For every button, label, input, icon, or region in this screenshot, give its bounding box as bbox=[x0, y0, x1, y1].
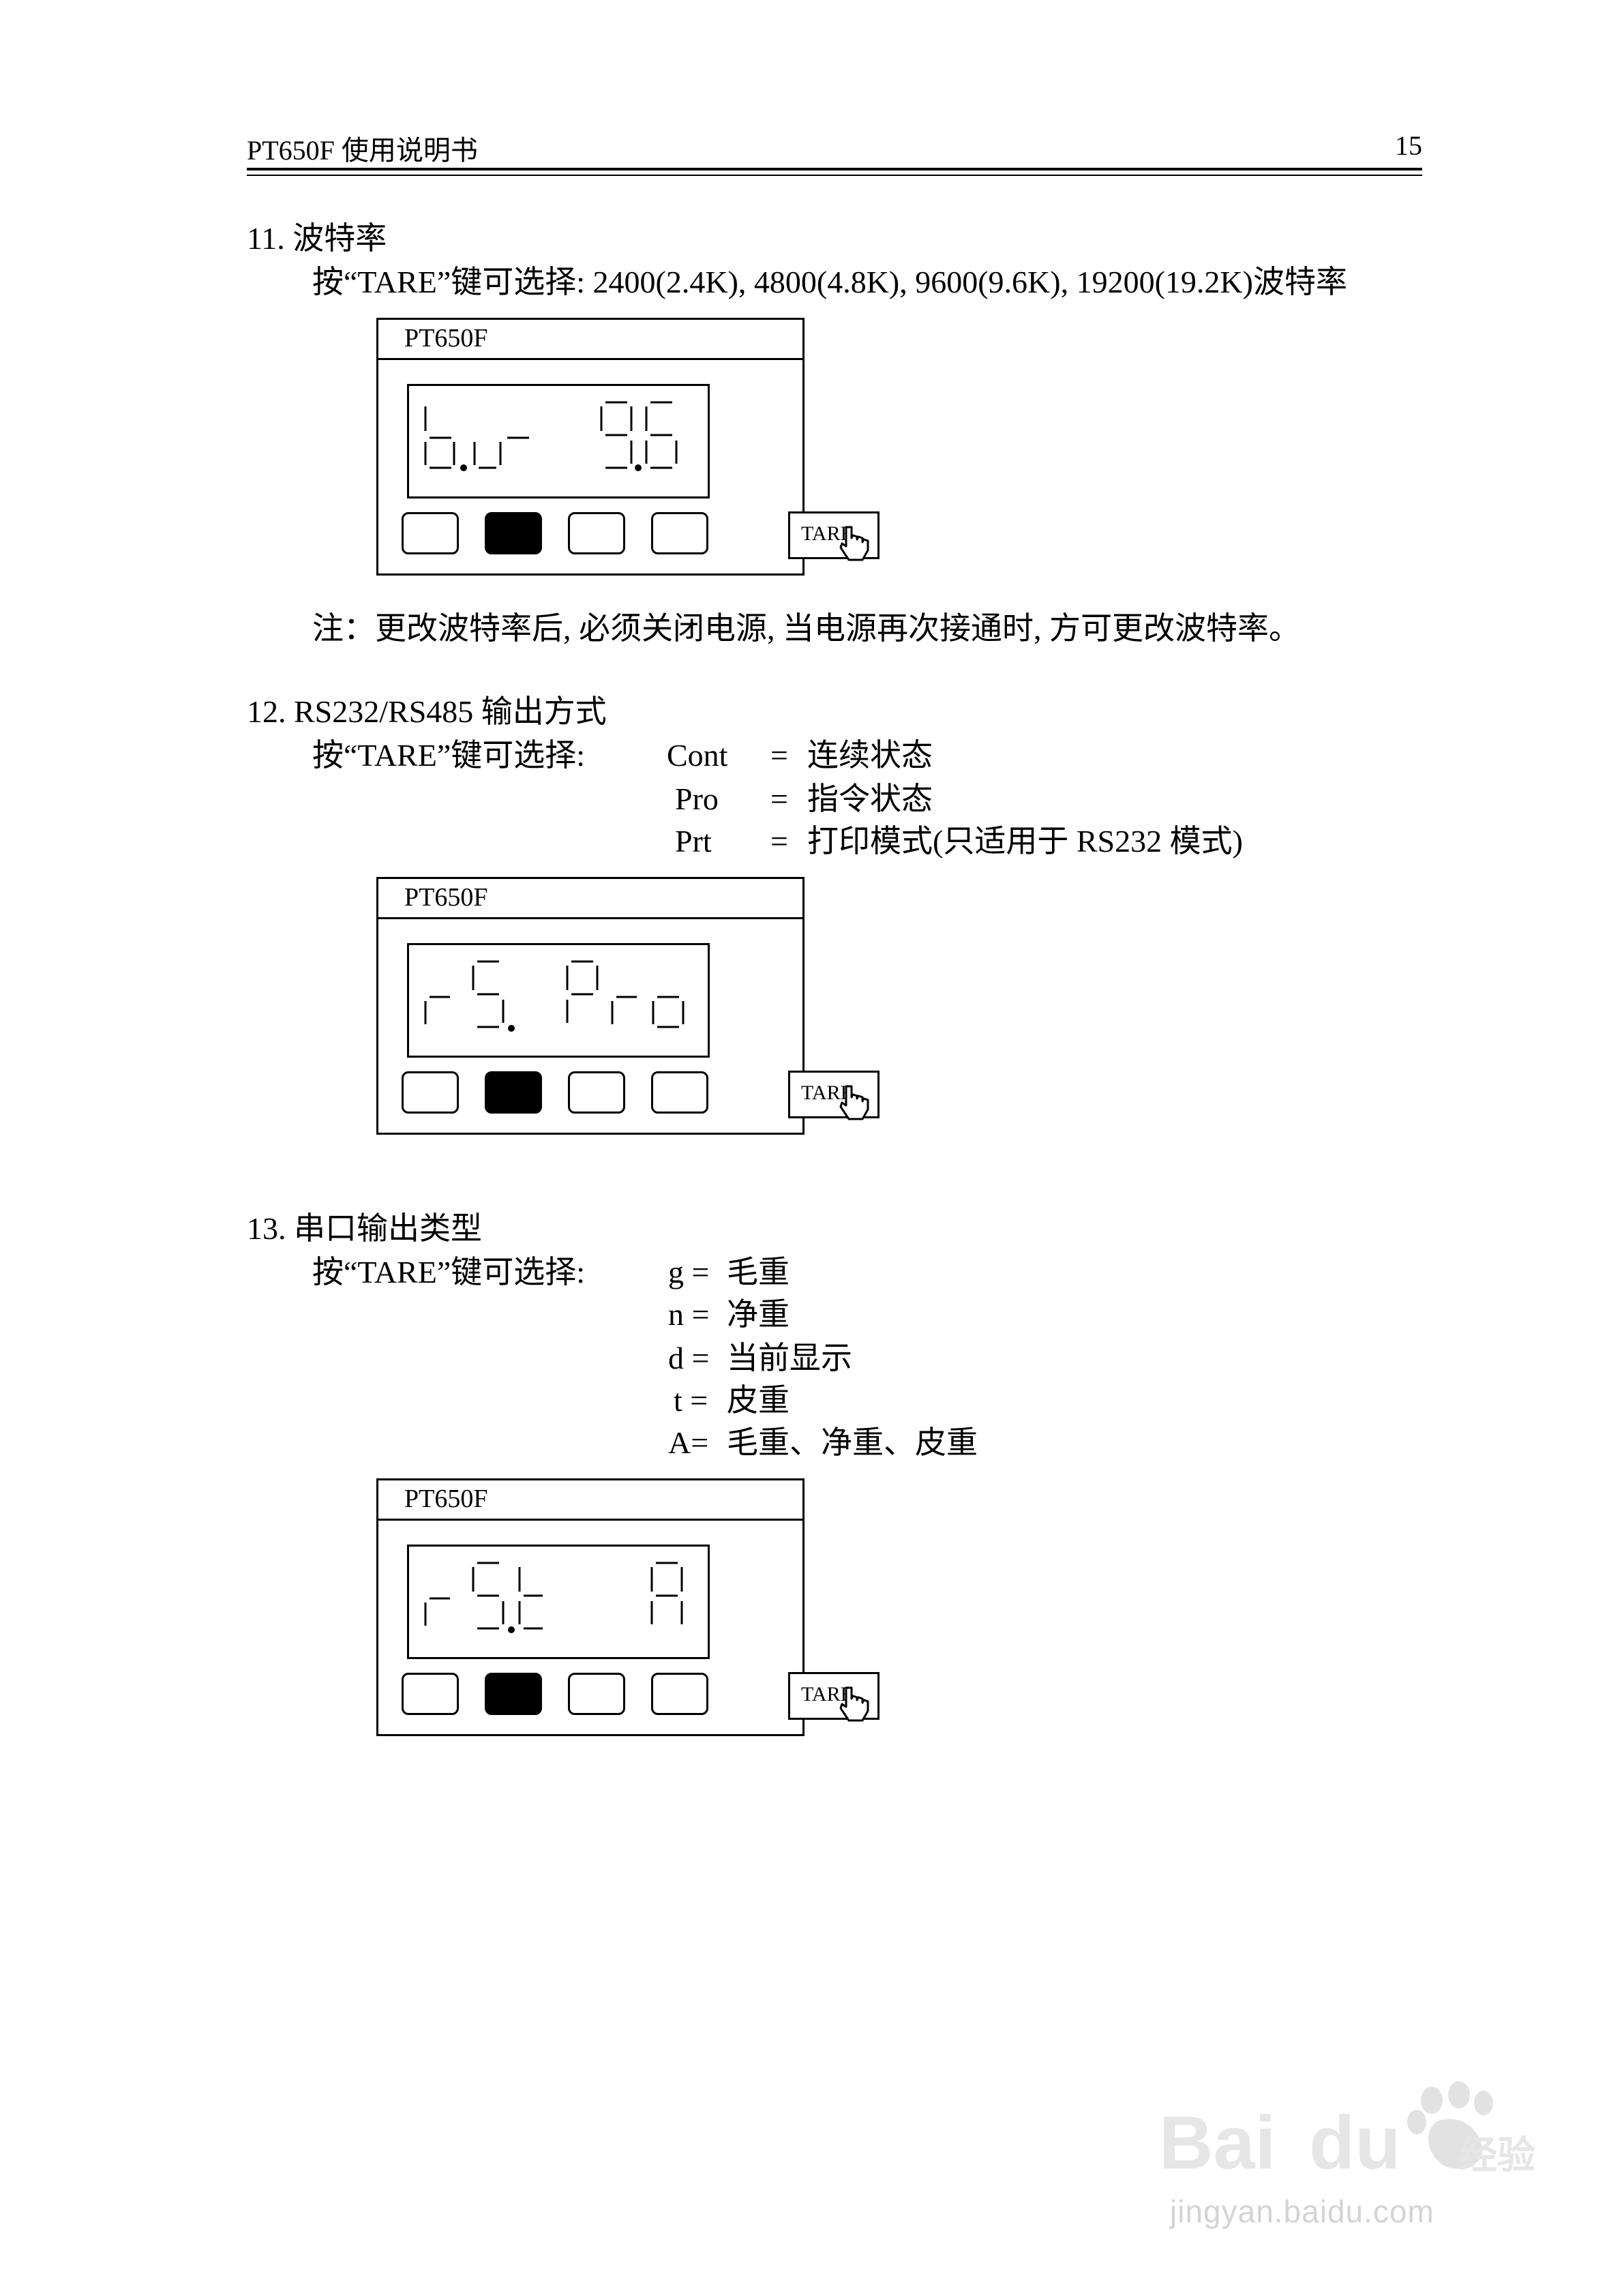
device-label: PT650F bbox=[404, 1485, 488, 1513]
pointing-hand-icon bbox=[839, 1085, 869, 1120]
device-title-divider bbox=[378, 358, 802, 360]
panel-button-1[interactable] bbox=[402, 1673, 459, 1715]
lcd-display bbox=[407, 943, 710, 1058]
svg-text:经验: 经验 bbox=[1459, 2134, 1535, 2178]
option-desc: 打印模式(只适用于 RS232 模式) bbox=[807, 824, 1243, 859]
baidu-watermark-logo: Bai du 经验 bbox=[1159, 2081, 1535, 2182]
option-code: n = bbox=[668, 1297, 710, 1332]
lcd-display bbox=[407, 1545, 710, 1659]
device-title-divider bbox=[378, 917, 802, 919]
option-code: Pro bbox=[675, 781, 719, 816]
lcd-display bbox=[407, 384, 710, 498]
option-code: d = bbox=[668, 1341, 710, 1375]
panel-button-3[interactable] bbox=[568, 1071, 625, 1114]
panel-button-2[interactable] bbox=[485, 1071, 542, 1114]
option-desc: 皮重 bbox=[727, 1383, 790, 1418]
watermark-url: jingyan.baidu.com bbox=[1170, 2194, 1434, 2229]
option-code: Prt bbox=[675, 824, 712, 859]
tare-key[interactable]: TARE bbox=[788, 1672, 879, 1722]
lcd-segments bbox=[424, 401, 678, 471]
panel-button-3[interactable] bbox=[568, 512, 625, 554]
device-panel-baud: PT650F bbox=[376, 318, 805, 576]
panel-button-1[interactable] bbox=[402, 512, 459, 554]
option-equals: = bbox=[770, 738, 788, 773]
option-desc: 毛重、净重、皮重 bbox=[727, 1425, 978, 1460]
section-11-note: 注：更改波特率后, 必须关闭电源, 当电源再次接通时, 方可更改波特率。 bbox=[312, 611, 1300, 646]
panel-button-3[interactable] bbox=[568, 1673, 625, 1715]
option-desc: 当前显示 bbox=[727, 1341, 852, 1375]
option-code: Cont bbox=[667, 738, 728, 773]
tare-key[interactable]: TARE bbox=[788, 1071, 879, 1120]
panel-button-2[interactable] bbox=[485, 1673, 542, 1715]
panel-button-4[interactable] bbox=[651, 1071, 708, 1114]
section-12-heading: 12. RS232/RS485 输出方式 bbox=[247, 694, 607, 729]
panel-button-4[interactable] bbox=[651, 512, 708, 554]
option-code: t = bbox=[674, 1383, 708, 1418]
svg-text:Bai: Bai bbox=[1159, 2101, 1276, 2182]
section-12-prefix: 按“TARE”键可选择: bbox=[312, 738, 586, 773]
header-title: PT650F 使用说明书 bbox=[247, 135, 478, 166]
header-rule-thin bbox=[247, 175, 1422, 176]
tare-key[interactable]: TARE bbox=[788, 511, 879, 561]
option-desc: 毛重 bbox=[727, 1255, 790, 1289]
device-title-divider bbox=[378, 1519, 802, 1521]
tare-label: TARE bbox=[801, 522, 853, 545]
device-label: PT650F bbox=[404, 883, 488, 912]
lcd-segments bbox=[424, 960, 685, 1032]
tare-label: TARE bbox=[801, 1683, 853, 1705]
page-number: 15 bbox=[1395, 130, 1422, 161]
pointing-hand-icon bbox=[839, 1686, 869, 1722]
option-code: g = bbox=[668, 1255, 710, 1289]
device-label: PT650F bbox=[404, 324, 488, 353]
pointing-hand-icon bbox=[839, 526, 869, 561]
device-panel-output-type: PT650F bbox=[376, 1478, 805, 1736]
device-panel-rs: PT650F bbox=[376, 877, 805, 1135]
section-13-heading: 13. 串口输出类型 bbox=[247, 1211, 482, 1246]
panel-button-1[interactable] bbox=[402, 1071, 459, 1114]
option-desc: 净重 bbox=[727, 1297, 790, 1332]
section-11-heading: 11. 波特率 bbox=[247, 221, 387, 256]
panel-button-4[interactable] bbox=[651, 1673, 708, 1715]
panel-button-2[interactable] bbox=[485, 512, 542, 554]
section-13-prefix: 按“TARE”键可选择: bbox=[312, 1255, 586, 1289]
option-desc: 指令状态 bbox=[807, 781, 933, 816]
tare-label: TARE bbox=[801, 1082, 853, 1104]
svg-text:du: du bbox=[1309, 2101, 1400, 2182]
option-code: A= bbox=[668, 1425, 709, 1460]
lcd-segments bbox=[424, 1562, 683, 1633]
option-equals: = bbox=[770, 824, 788, 859]
section-11-line: 按“TARE”键可选择: 2400(2.4K), 4800(4.8K), 960… bbox=[312, 265, 1347, 299]
header-rule bbox=[247, 168, 1422, 170]
option-desc: 连续状态 bbox=[807, 738, 933, 773]
option-equals: = bbox=[770, 781, 788, 816]
